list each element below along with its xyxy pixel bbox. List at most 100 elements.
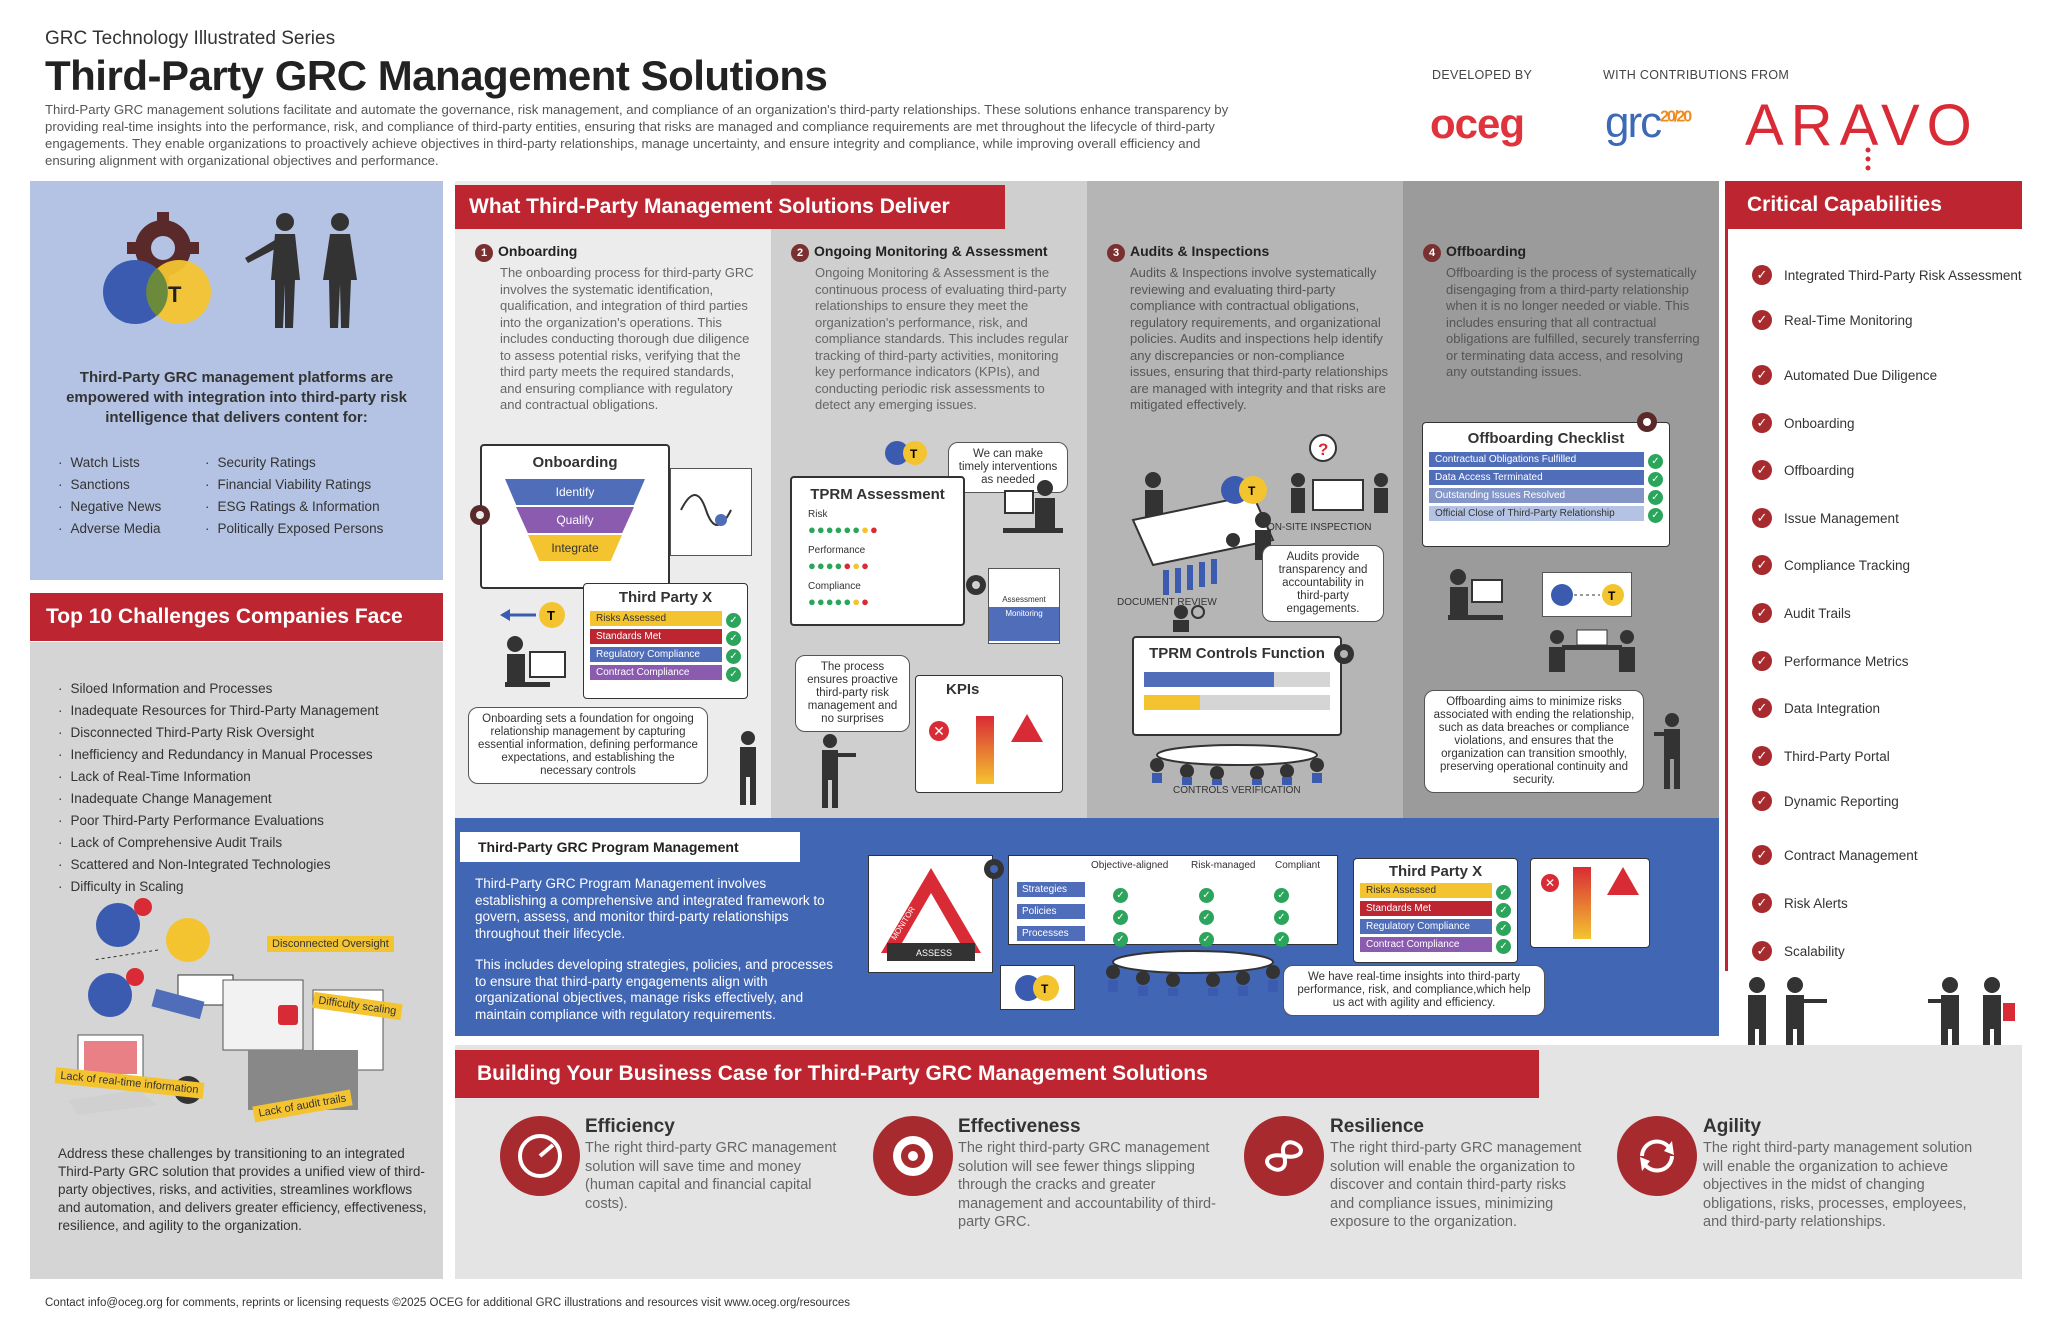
controls-bar-1 <box>1144 672 1330 687</box>
resilience-title: Resilience <box>1330 1116 1424 1137</box>
policy-matrix: Objective-aligned Risk-managed Compliant… <box>1008 855 1338 947</box>
challenge-item: Disconnected Third-Party Risk Oversight <box>58 722 379 744</box>
gear-icon <box>966 575 986 595</box>
resilience-badge <box>1244 1116 1324 1196</box>
cycle-icon <box>1640 1139 1674 1173</box>
funnel-qualify: Qualify <box>516 507 634 533</box>
person-laptop-icon <box>505 636 566 687</box>
person-pointing-icon <box>822 734 856 808</box>
page-title: Third-Party GRC Management Solutions <box>45 52 828 99</box>
svg-text:T: T <box>1041 982 1049 996</box>
person-standing-icon <box>740 731 756 805</box>
gear-icon <box>1334 644 1354 664</box>
challenge-item: Lack of Real-Time Information <box>58 766 379 788</box>
check-icon: ✓ <box>1752 265 1772 285</box>
capability-item: ✓Data Integration <box>1752 698 2022 718</box>
check-icon: ✓ <box>1752 941 1772 961</box>
challenges-list: Siloed Information and Processes Inadequ… <box>58 678 379 898</box>
third-party-title: Third Party X <box>618 589 713 606</box>
handoff-meeting-illustration <box>1549 629 1635 672</box>
venn-small-icon: T <box>1015 975 1059 1001</box>
controls-card: TPRM Controls Function <box>1132 636 1342 736</box>
gear-venn-icon <box>103 212 211 324</box>
tprm-title: TPRM Assessment <box>810 486 945 503</box>
person-laptop-icon <box>1448 569 1503 620</box>
agility-text: The right third-party management solutio… <box>1703 1140 1973 1230</box>
intel-item: ESG Ratings & Information <box>205 496 383 518</box>
series-label: GRC Technology Illustrated Series <box>45 28 336 49</box>
challenge-item: Inadequate Change Management <box>58 788 379 810</box>
intro-text: Third-Party GRC management solutions fac… <box>45 102 1229 168</box>
onboarding-card-title: Onboarding <box>532 454 618 471</box>
developed-by-label: DEVELOPED BY <box>1432 68 1533 82</box>
challenges-summary: Address these challenges by transitionin… <box>58 1146 427 1233</box>
check-icon: ✓ <box>1752 698 1772 718</box>
check-icon: ✓ <box>1752 555 1772 575</box>
program-meeting-illustration <box>1106 950 1280 996</box>
svg-text:T: T <box>547 608 555 623</box>
step-1-text: The onboarding process for third-party G… <box>500 265 754 412</box>
third-party-card: Third Party X Risks Assessed✓ Standards … <box>583 583 748 699</box>
challenges-illustration <box>68 898 384 1115</box>
capability-item: ✓Audit Trails <box>1752 603 2022 623</box>
challenge-item: Scattered and Non-Integrated Technologie… <box>58 854 379 876</box>
program-bubble: We have real-time insights into third-pa… <box>1283 965 1545 1016</box>
capability-item: ✓Scalability <box>1752 941 2022 961</box>
offboarding-bubble: Offboarding aims to minimize risks assoc… <box>1424 690 1644 793</box>
footer-text: Contact info@oceg.org for comments, repr… <box>45 1297 851 1309</box>
gauge-icon <box>518 1134 562 1178</box>
gear-icon <box>1637 412 1657 432</box>
svg-text:T: T <box>1248 484 1256 498</box>
capability-item: ✓Integrated Third-Party Risk Assessment <box>1752 265 2022 285</box>
onsite-inspection-illustration: ? <box>1291 434 1388 513</box>
venn-small-icon: T <box>885 441 927 465</box>
flow-card <box>670 468 752 556</box>
program-venn-card <box>1000 965 1075 1010</box>
agility-badge <box>1617 1116 1697 1196</box>
check-icon: ✓ <box>1752 845 1772 865</box>
people-pointing-icon <box>245 213 357 328</box>
offboarding-checklist: Offboarding Checklist Contractual Obliga… <box>1422 422 1670 547</box>
grc2020-logo: grc20/20 <box>1605 98 1692 147</box>
step-3-text: Audits & Inspections involve systematica… <box>1130 265 1388 412</box>
capability-item: ✓Onboarding <box>1752 413 2022 433</box>
onboarding-bubble: Onboarding sets a foundation for ongoing… <box>468 707 708 784</box>
controls-label: CONTROLS VERIFICATION <box>1173 785 1301 796</box>
docreview-label: DOCUMENT REVIEW <box>1117 597 1217 608</box>
arrow-t-icon: T <box>500 602 565 628</box>
efficiency-text: The right third-party GRC management sol… <box>585 1140 837 1212</box>
intel-item: Negative News <box>58 496 162 518</box>
intel-list-1: Watch Lists Sanctions Negative News Adve… <box>58 452 162 540</box>
check-icon: ✓ <box>1752 791 1772 811</box>
t-label: T <box>168 282 182 307</box>
effectiveness-title: Effectiveness <box>958 1116 1081 1137</box>
capability-item: ✓Contract Management <box>1752 845 2022 865</box>
infinity-icon <box>1265 1140 1303 1172</box>
challenge-item: Siloed Information and Processes <box>58 678 379 700</box>
check-icon: ✓ <box>1752 413 1772 433</box>
challenge-item: Difficulty in Scaling <box>58 876 379 898</box>
svg-text:T: T <box>910 447 918 461</box>
meeting-table-illustration <box>1150 744 1324 785</box>
business-title: Building Your Business Case for Third-Pa… <box>455 1050 1539 1098</box>
capability-item: ✓Dynamic Reporting <box>1752 791 2022 811</box>
oceg-logo: oceg <box>1430 100 1525 147</box>
intel-item: Security Ratings <box>205 452 383 474</box>
challenge-item: Poor Third-Party Performance Evaluations <box>58 810 379 832</box>
step-2-text: Ongoing Monitoring & Assessment is the c… <box>815 265 1069 412</box>
intel-lead: Third-Party GRC management platforms are… <box>66 369 407 426</box>
capabilities-title: Critical Capabilities <box>1725 181 2022 229</box>
onsite-label: ON-SITE INSPECTION <box>1267 522 1372 533</box>
capability-item: ✓Real-Time Monitoring <box>1752 310 2022 330</box>
check-icon: ✓ <box>1752 603 1772 623</box>
person-standing-icon <box>1654 713 1680 789</box>
check-icon: ✓ <box>1752 651 1772 671</box>
intel-item: Adverse Media <box>58 518 161 540</box>
target-icon <box>893 1136 933 1176</box>
intel-item: Financial Viability Ratings <box>205 474 383 496</box>
assessment-monitoring-card: Assessment Monitoring <box>988 568 1060 644</box>
challenge-item: Inadequate Resources for Third-Party Man… <box>58 700 379 722</box>
resilience-text: The right third-party GRC management sol… <box>1330 1140 1582 1230</box>
